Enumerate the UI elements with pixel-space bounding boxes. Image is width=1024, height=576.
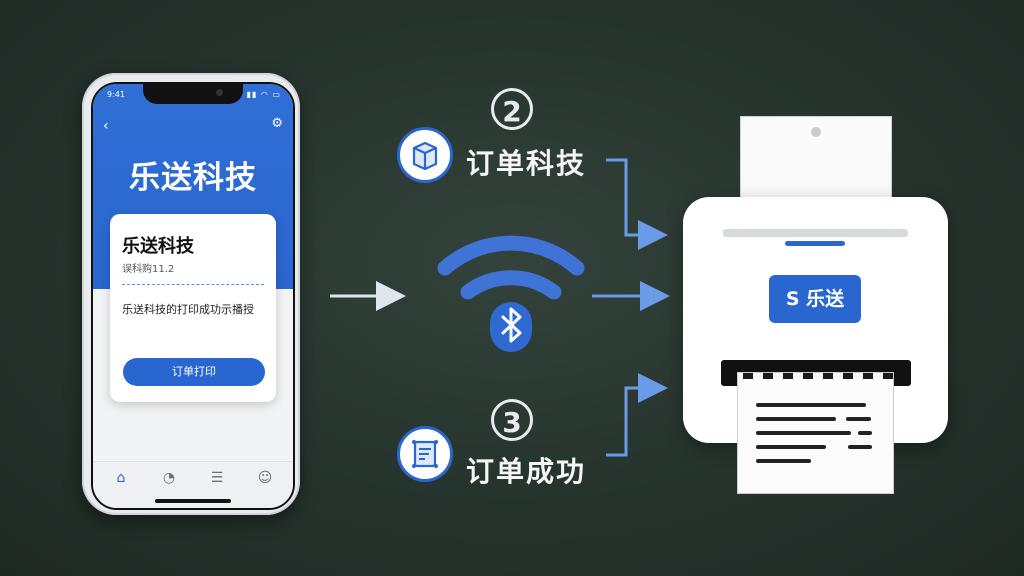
step-2-label: 订单科技 <box>466 147 587 180</box>
brand-label: 乐送 <box>806 288 845 310</box>
step-3-label: 订单成功 <box>466 455 587 488</box>
phone-notch <box>143 84 243 104</box>
arrow-step3-to-printer <box>606 373 668 457</box>
wifi-icon <box>437 235 585 300</box>
phone-screen: 9:41 ▮▮ ◠ ▭ ‹ ⚙ 乐送科技 乐送科技 误科购11.2 乐送科技的打… <box>91 82 295 510</box>
paper-slot <box>723 229 908 237</box>
receipt-line <box>756 417 836 421</box>
receipt-line <box>848 445 872 449</box>
receipt-line <box>756 431 851 435</box>
box-icon <box>397 127 453 183</box>
brand-logo-icon: S <box>785 288 800 310</box>
document-icon <box>397 426 453 482</box>
home-icon[interactable]: ⌂ <box>116 470 126 486</box>
app-title: 乐送科技 <box>129 160 257 196</box>
print-order-button[interactable]: 订单打印 <box>123 358 265 386</box>
home-indicator <box>155 499 231 503</box>
status-light <box>785 241 845 246</box>
chart-icon[interactable]: ◔ <box>162 470 176 486</box>
receipt-line <box>756 459 811 463</box>
list-icon[interactable]: ☰ <box>210 470 224 486</box>
tab-bar: ⌂ ◔ ☰ ☺ <box>93 461 293 508</box>
smartphone: 9:41 ▮▮ ◠ ▭ ‹ ⚙ 乐送科技 乐送科技 误科购11.2 乐送科技的打… <box>82 73 300 515</box>
back-icon[interactable]: ‹ <box>103 118 109 134</box>
order-card: 乐送科技 误科购11.2 乐送科技的打印成功示播授 订单打印 <box>110 214 276 402</box>
card-title: 乐送科技 <box>122 236 194 257</box>
step-3-number: 3 <box>491 399 533 441</box>
step-2-number: 2 <box>491 88 533 130</box>
status-icons: ▮▮ ◠ ▭ <box>246 90 281 99</box>
arrow-step2-to-printer <box>606 158 668 250</box>
status-time: 9:41 <box>107 90 125 99</box>
card-message: 乐送科技的打印成功示播授 <box>122 303 254 316</box>
receipt-line <box>846 417 871 421</box>
card-version: 误科购11.2 <box>122 264 175 275</box>
receipt-line <box>756 403 866 407</box>
printed-receipt <box>737 372 894 494</box>
profile-icon[interactable]: ☺ <box>257 470 273 486</box>
receipt-line <box>858 431 872 435</box>
card-divider <box>122 284 264 285</box>
brand-badge: S 乐送 <box>769 275 861 323</box>
receipt-perforation <box>738 373 893 379</box>
receipt-line <box>756 445 826 449</box>
bluetooth-icon <box>490 302 532 352</box>
gear-icon[interactable]: ⚙ <box>271 116 283 131</box>
